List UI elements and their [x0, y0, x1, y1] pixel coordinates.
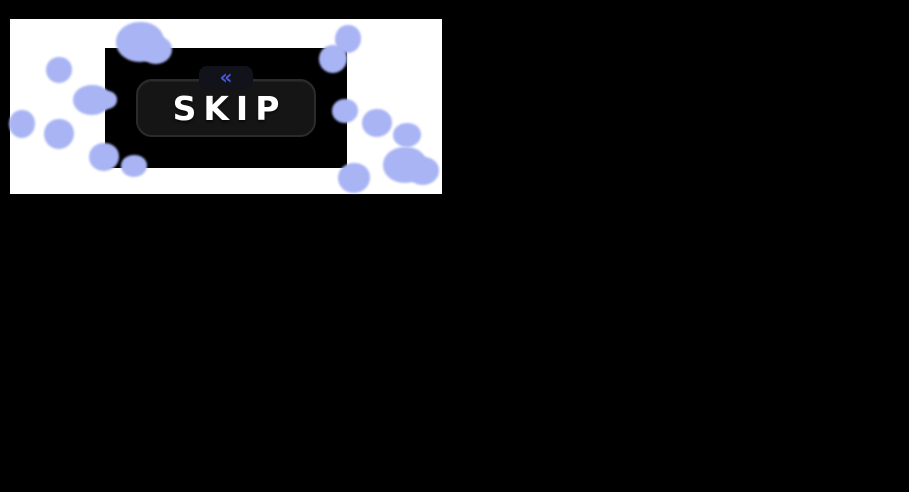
paint-blob [89, 143, 119, 171]
paint-blob [393, 123, 421, 147]
ad-overlay-stage: « SKIP [105, 48, 347, 168]
paint-blob [121, 155, 147, 177]
rewind-button[interactable]: « [199, 66, 253, 90]
paint-blob [140, 36, 172, 64]
paint-blob [332, 99, 358, 123]
paint-blob [97, 91, 117, 109]
paint-blob [9, 110, 35, 138]
paint-blob [407, 157, 439, 185]
game-viewport: « SKIP [9, 19, 442, 194]
paint-blob [44, 119, 74, 149]
paint-blob [319, 45, 347, 73]
paint-blob [362, 109, 392, 137]
double-chevron-left-icon: « [219, 65, 233, 89]
paint-blob [338, 163, 370, 193]
paint-blob [46, 57, 72, 83]
